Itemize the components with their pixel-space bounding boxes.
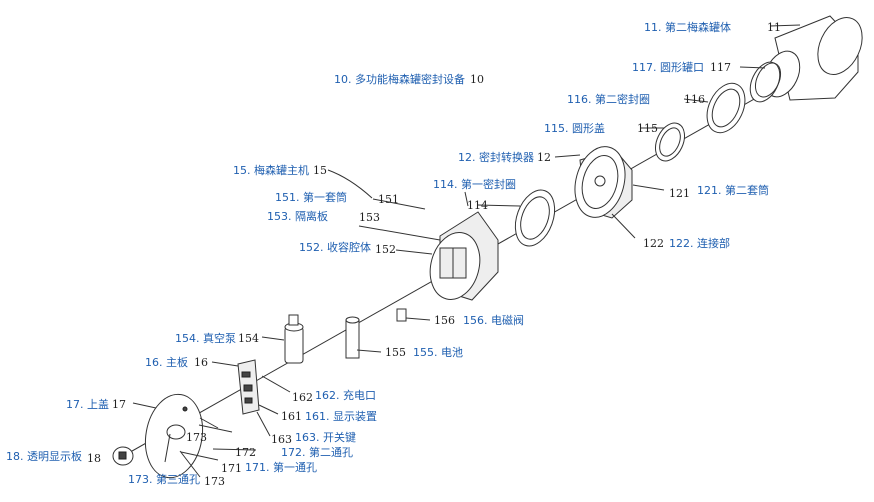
label-163: 163. 开关键 — [295, 431, 356, 444]
label-10: 10. 多功能梅森罐密封设备 — [334, 73, 465, 86]
label-18: 18. 透明显示板 — [6, 450, 82, 463]
label-122: 122. 连接部 — [669, 237, 730, 250]
callout-12: 12 — [537, 151, 551, 164]
callout-15: 15 — [313, 164, 327, 177]
callout-16: 16 — [194, 356, 208, 369]
host-unit-15 — [429, 211, 499, 301]
callout-171: 171 — [221, 462, 242, 475]
callout-10: 10 — [470, 73, 484, 86]
label-153: 153. 隔离板 — [267, 210, 328, 223]
leader-lines — [132, 24, 801, 478]
callout-173-cover: 173 — [186, 431, 207, 444]
vacuum-pump-154 — [284, 314, 304, 364]
callout-11: 11 — [767, 21, 781, 34]
label-115: 115. 圆形盖 — [544, 122, 605, 135]
label-116: 116. 第二密封圈 — [567, 93, 650, 106]
jar-mouth-117 — [749, 61, 782, 103]
battery-155 — [345, 316, 360, 359]
callout-121: 121 — [669, 187, 690, 200]
callout-115: 115 — [637, 122, 658, 135]
label-171: 171. 第一通孔 — [245, 461, 317, 474]
second-seal-ring-116 — [706, 82, 746, 134]
label-114: 114. 第一密封圈 — [433, 178, 516, 191]
first-seal-ring-inner — [520, 196, 550, 240]
callout-18: 18 — [87, 452, 101, 465]
label-16: 16. 主板 — [145, 356, 188, 369]
callout-155: 155 — [385, 346, 406, 359]
top-cover-17 — [144, 393, 219, 479]
callout-161: 161 — [281, 410, 302, 423]
round-cover-inner — [659, 127, 681, 157]
label-155: 155. 电池 — [413, 346, 463, 359]
label-151: 151. 第一套筒 — [275, 191, 347, 204]
label-172: 172. 第二通孔 — [281, 446, 353, 459]
round-cover-115 — [654, 122, 686, 162]
label-156: 156. 电磁阀 — [463, 314, 524, 327]
label-11: 11. 第二梅森罐体 — [644, 21, 731, 34]
label-117: 117. 圆形罐口 — [632, 61, 704, 74]
callout-152: 152 — [375, 243, 396, 256]
callout-163: 163 — [271, 433, 292, 446]
callout-122: 122 — [643, 237, 664, 250]
main-board-16 — [237, 359, 260, 415]
label-161: 161. 显示装置 — [305, 410, 377, 423]
solenoid-valve-156 — [396, 308, 407, 322]
callout-114: 114 — [467, 199, 488, 212]
callout-117: 117 — [710, 61, 731, 74]
callout-173-bottom: 173 — [204, 475, 225, 488]
callout-151: 151 — [378, 193, 399, 206]
label-173: 173. 第三通孔 — [128, 473, 200, 486]
callout-172: 172 — [235, 446, 256, 459]
first-seal-ring-114 — [514, 189, 556, 247]
callout-156: 156 — [434, 314, 455, 327]
label-121: 121. 第二套筒 — [697, 184, 769, 197]
callout-116: 116 — [684, 93, 705, 106]
label-162: 162. 充电口 — [315, 389, 376, 402]
callout-154: 154 — [238, 332, 259, 345]
callout-153: 153 — [359, 211, 380, 224]
callout-162: 162 — [292, 391, 313, 404]
label-17: 17. 上盖 — [66, 398, 109, 411]
transparent-display-18 — [112, 446, 134, 466]
callout-17: 17 — [112, 398, 126, 411]
label-152: 152. 收容腔体 — [299, 241, 371, 254]
mason-jar-body-11 — [763, 15, 863, 101]
second-seal-ring-inner — [711, 88, 741, 128]
label-15: 15. 梅森罐主机 — [233, 164, 309, 177]
label-12: 12. 密封转换器 — [458, 151, 534, 164]
label-154: 154. 真空泵 — [175, 332, 236, 345]
seal-converter-12 — [574, 146, 633, 219]
